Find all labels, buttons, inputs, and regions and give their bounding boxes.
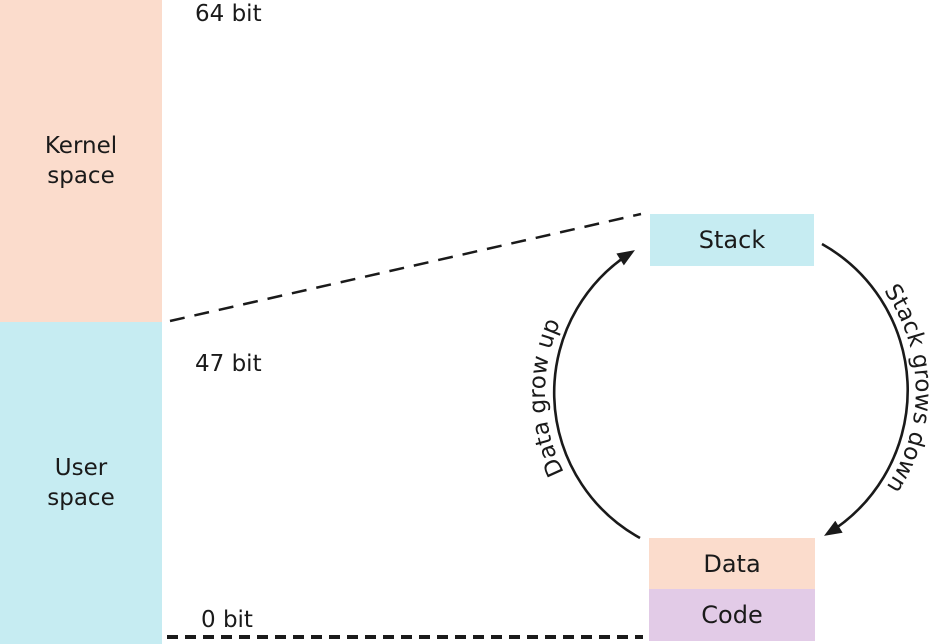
- stack-grows-down-label: Stack grows down: [879, 280, 936, 498]
- user-space-block: User space: [0, 322, 162, 644]
- data-grow-up-curved-text: Data grow up: [525, 315, 570, 481]
- stack-segment-label: Stack: [698, 226, 766, 254]
- kernel-space-block: Kernel space: [0, 0, 162, 322]
- stack-segment-box: Stack: [650, 214, 814, 266]
- stack-grows-down-curved-text: Stack grows down: [879, 280, 936, 498]
- code-segment-box: Code: [649, 589, 815, 641]
- stack-grows-down-arrow: [821, 242, 909, 536]
- dashed-47bit-boundary-line: [169, 212, 642, 323]
- address-0bit-label: 0 bit: [201, 607, 253, 633]
- data-segment-label: Data: [703, 549, 761, 578]
- data-segment-box: Data: [649, 538, 815, 589]
- user-space-label: User space: [47, 455, 115, 511]
- data-grow-up-label: Data grow up: [525, 315, 570, 481]
- address-64bit-label: 64 bit: [195, 1, 262, 27]
- kernel-space-label: Kernel space: [44, 133, 118, 189]
- address-47bit-label: 47 bit: [195, 351, 262, 377]
- data-grow-up-arrow: [552, 250, 641, 540]
- code-segment-label: Code: [701, 601, 763, 629]
